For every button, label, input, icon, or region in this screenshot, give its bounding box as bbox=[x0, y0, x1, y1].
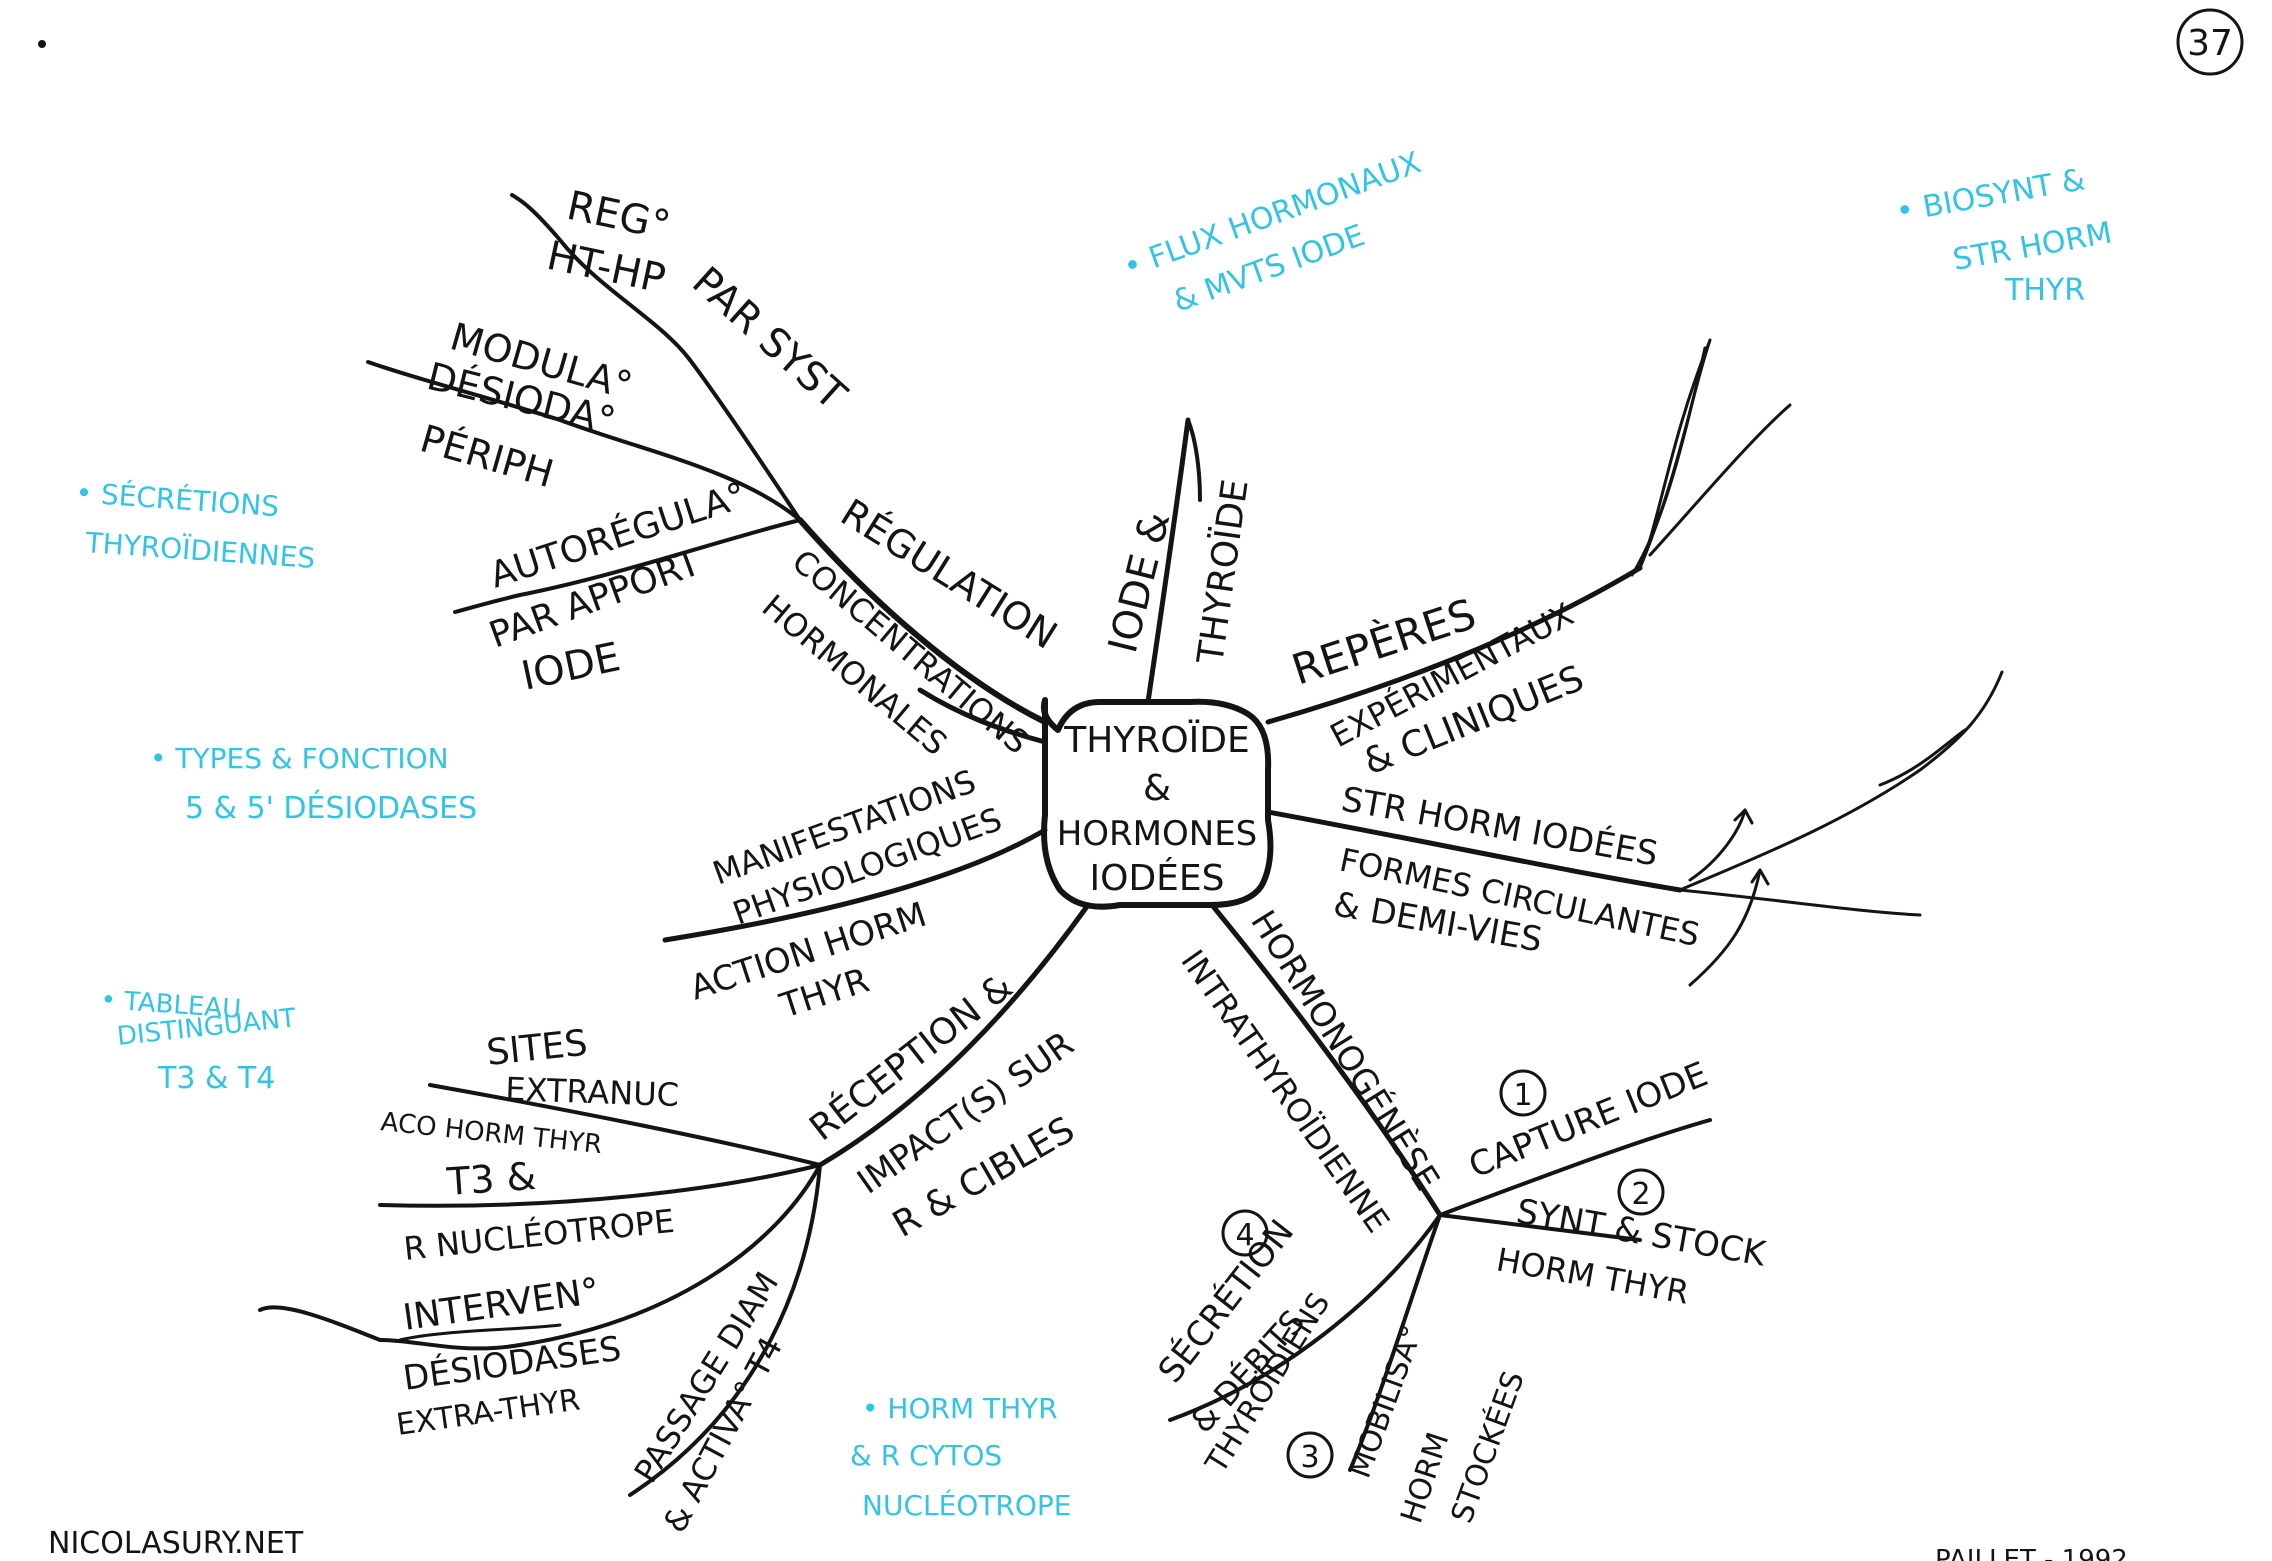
central-box bbox=[1040, 697, 1274, 910]
iode-thyroide-line-2: THYROÏDE bbox=[1189, 477, 1257, 668]
branch-reperes bbox=[1265, 565, 1643, 725]
branch-lines bbox=[258, 193, 2004, 1497]
str-horm-group: STR HORM IODÉES FORMES CIRCULANTES & DEM… bbox=[1330, 778, 1703, 960]
branch-passage bbox=[628, 1163, 822, 1497]
desiodases-label: DÉSIODASES bbox=[401, 1328, 624, 1399]
annotation-secretions-1: • SÉCRÉTIONS bbox=[75, 475, 281, 523]
branch-secretion bbox=[1168, 1213, 1442, 1422]
branch-reg-ht bbox=[510, 193, 802, 522]
footer-signature: PAILLET - 1992 bbox=[1935, 1545, 2128, 1561]
annotation-horm-thyr-2: & R CYTOS bbox=[850, 1439, 1002, 1472]
branch-sites bbox=[428, 1083, 822, 1167]
annotation-types-2: 5 & 5' DÉSIODASES bbox=[185, 790, 477, 826]
branch-autoregula bbox=[453, 518, 802, 614]
branch-str-fork-1 bbox=[1678, 670, 2004, 892]
branch-iode bbox=[1145, 417, 1191, 705]
page-number: 37 bbox=[2176, 8, 2244, 76]
branch-modula bbox=[366, 360, 802, 522]
regulation-group: RÉGULATION REG° HT-HP PAR SYST MODULA° D… bbox=[416, 183, 1065, 700]
annotation-secretions-2: THYROÏDIENNES bbox=[84, 526, 317, 575]
central-line-4: IODÉES bbox=[1089, 857, 1224, 899]
branch-mobilisa bbox=[1348, 1213, 1442, 1472]
branch-reperes-fork-2 bbox=[1648, 403, 1792, 557]
manifestations-group: MANIFESTATIONS PHYSIOLOGIQUES ACTION HOR… bbox=[685, 762, 1006, 1027]
aco-label: ACO HORM THYR bbox=[379, 1107, 603, 1160]
footer-site: NICOLASURY.NET bbox=[48, 1526, 304, 1561]
annotation-horm-thyr-1: • HORM THYR bbox=[862, 1392, 1058, 1425]
branch-regulation bbox=[797, 517, 1048, 725]
annotation-types-1: • TYPES & FONCTION bbox=[150, 742, 449, 775]
step-3-number: 3 bbox=[1300, 1440, 1319, 1475]
sites-line-2: EXTRANUC bbox=[505, 1070, 680, 1114]
arrow-2 bbox=[1688, 868, 1762, 987]
step-4-number: 4 bbox=[1235, 1218, 1254, 1253]
branch-manifestations bbox=[662, 827, 1048, 943]
stockees-label: STOCKÉES bbox=[1444, 1366, 1532, 1527]
annotation-biosynt-3: THYR bbox=[2004, 273, 2085, 308]
branch-str-horm bbox=[1265, 809, 1683, 893]
arrow-1 bbox=[1688, 808, 1747, 882]
annotation-tableau-3: T3 & T4 bbox=[157, 1061, 275, 1096]
central-line-3: HORMONES bbox=[1057, 814, 1258, 854]
arrow-1-head bbox=[1733, 808, 1754, 825]
capture-label: CAPTURE IODE bbox=[1463, 1054, 1713, 1186]
branch-interven-fork bbox=[398, 1323, 562, 1342]
branch-reperes-fork-3 bbox=[1630, 346, 1707, 577]
branch-reception bbox=[817, 902, 1091, 1168]
branch-concentrations bbox=[917, 687, 1048, 745]
step-1-number: 1 bbox=[1513, 1078, 1532, 1113]
page-number-text: 37 bbox=[2187, 23, 2233, 64]
annotation-biosynt-1: • BIOSYNT & bbox=[1893, 162, 2088, 230]
central-line-2: & bbox=[1143, 768, 1171, 809]
step-2-circle bbox=[1617, 1168, 1665, 1216]
branch-capture bbox=[1438, 1118, 1712, 1217]
branch-interven bbox=[258, 1163, 822, 1351]
branch-hormonogenese bbox=[1209, 902, 1443, 1218]
branch-iode-fork bbox=[1186, 418, 1202, 502]
step-2-number: 2 bbox=[1631, 1177, 1650, 1212]
branch-str-fork-2 bbox=[1878, 728, 1967, 787]
hormonogenese-group: HORMONOGÉNÈSE INTRATHYROÏDIENNE 1 CAPTUR… bbox=[1150, 903, 1770, 1528]
step-3-circle bbox=[1286, 1431, 1334, 1479]
step-1-circle bbox=[1499, 1069, 1547, 1117]
branch-str-fork-3 bbox=[1678, 888, 1922, 917]
central-node: THYROÏDE & HORMONES IODÉES bbox=[1057, 719, 1258, 899]
r-nucleo-label: R NUCLÉOTROPE bbox=[402, 1202, 676, 1268]
stray-dot bbox=[38, 40, 46, 48]
central-line-1: THYROÏDE bbox=[1063, 719, 1249, 761]
sites-line-1: SITES bbox=[485, 1023, 590, 1074]
annotation-biosynt-2: STR HORM bbox=[1950, 216, 2114, 278]
step-4-circle bbox=[1221, 1209, 1269, 1257]
iode-label: IODE bbox=[518, 634, 625, 700]
t3-label: T3 & bbox=[445, 1154, 538, 1204]
branch-synt bbox=[1438, 1213, 1642, 1242]
modula-line-3: PÉRIPH bbox=[416, 416, 559, 496]
arrow-2-head bbox=[1750, 868, 1770, 886]
reg-line-3: PAR SYST bbox=[683, 258, 855, 419]
reperes-group: REPÈRES EXPÉRIMENTAUX & CLINIQUES bbox=[1286, 588, 1590, 783]
annotation-horm-thyr-3: NUCLÉOTROPE bbox=[862, 1488, 1072, 1522]
branch-t3 bbox=[378, 1163, 822, 1208]
